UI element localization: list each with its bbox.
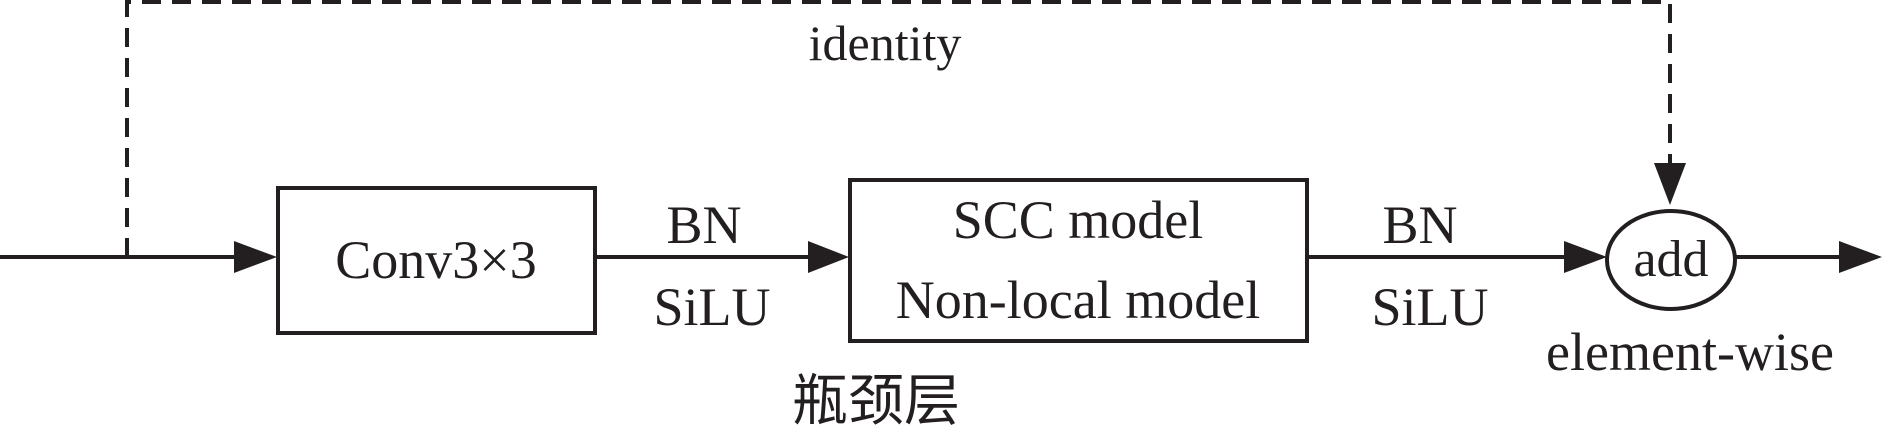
identity-arrowhead [1654,163,1686,205]
add-node [1605,209,1737,311]
nonlocal-model-label: Non-local model [896,270,1260,330]
bottleneck-caption: 瓶颈层 [792,371,960,433]
input-arrowhead [234,241,277,273]
scc-nonlocal-block [848,178,1309,343]
silu-label-1: SiLU [653,277,770,337]
conv-to-scc-arrowhead [808,241,849,273]
identity-label: identity [809,15,962,71]
silu-label-2: SiLU [1371,277,1488,337]
bn-label-2: BN [1382,195,1457,255]
conv3x3-block [276,186,597,335]
element-wise-label: element-wise [1546,322,1834,382]
scc-to-add-arrowhead [1564,241,1607,273]
add-label: add [1633,231,1708,288]
scc-model-label: SCC model [953,190,1204,250]
identity-skip-connection [125,0,1672,257]
conv3x3-label: Conv3×3 [335,230,536,290]
bn-label-1: BN [666,195,741,255]
output-arrowhead [1839,241,1882,273]
